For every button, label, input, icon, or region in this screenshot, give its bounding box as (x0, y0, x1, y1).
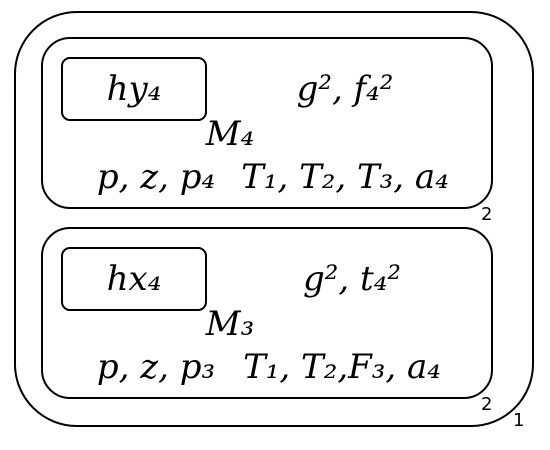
top-right-terms: g², f₄² (297, 69, 394, 109)
bottom-inner-box (61, 247, 207, 311)
top-inner-box-text: hy₄ (107, 69, 162, 109)
top-bottom-right-terms: T₁, T₂, T₃, a₄ (241, 157, 449, 197)
bottom-bottom-right-terms: T₁, T₂,F₃, a₄ (243, 347, 441, 387)
outer-container-label: 1 (513, 410, 524, 431)
top-group-label: 2 (481, 204, 492, 225)
top-group-box (41, 37, 493, 209)
bottom-group-box (41, 227, 493, 399)
bottom-center-label: M₃ (205, 304, 254, 344)
top-bottom-left-terms: p, z, p₄ (97, 157, 215, 197)
top-center-label: M₄ (205, 114, 254, 154)
outer-container (14, 11, 534, 427)
bottom-inner-box-text: hx₄ (107, 259, 162, 299)
bottom-right-terms: g², t₄² (303, 259, 401, 299)
bottom-bottom-left-terms: p, z, p₃ (97, 347, 215, 387)
bottom-group-label: 2 (481, 394, 492, 415)
top-inner-box (61, 57, 207, 121)
